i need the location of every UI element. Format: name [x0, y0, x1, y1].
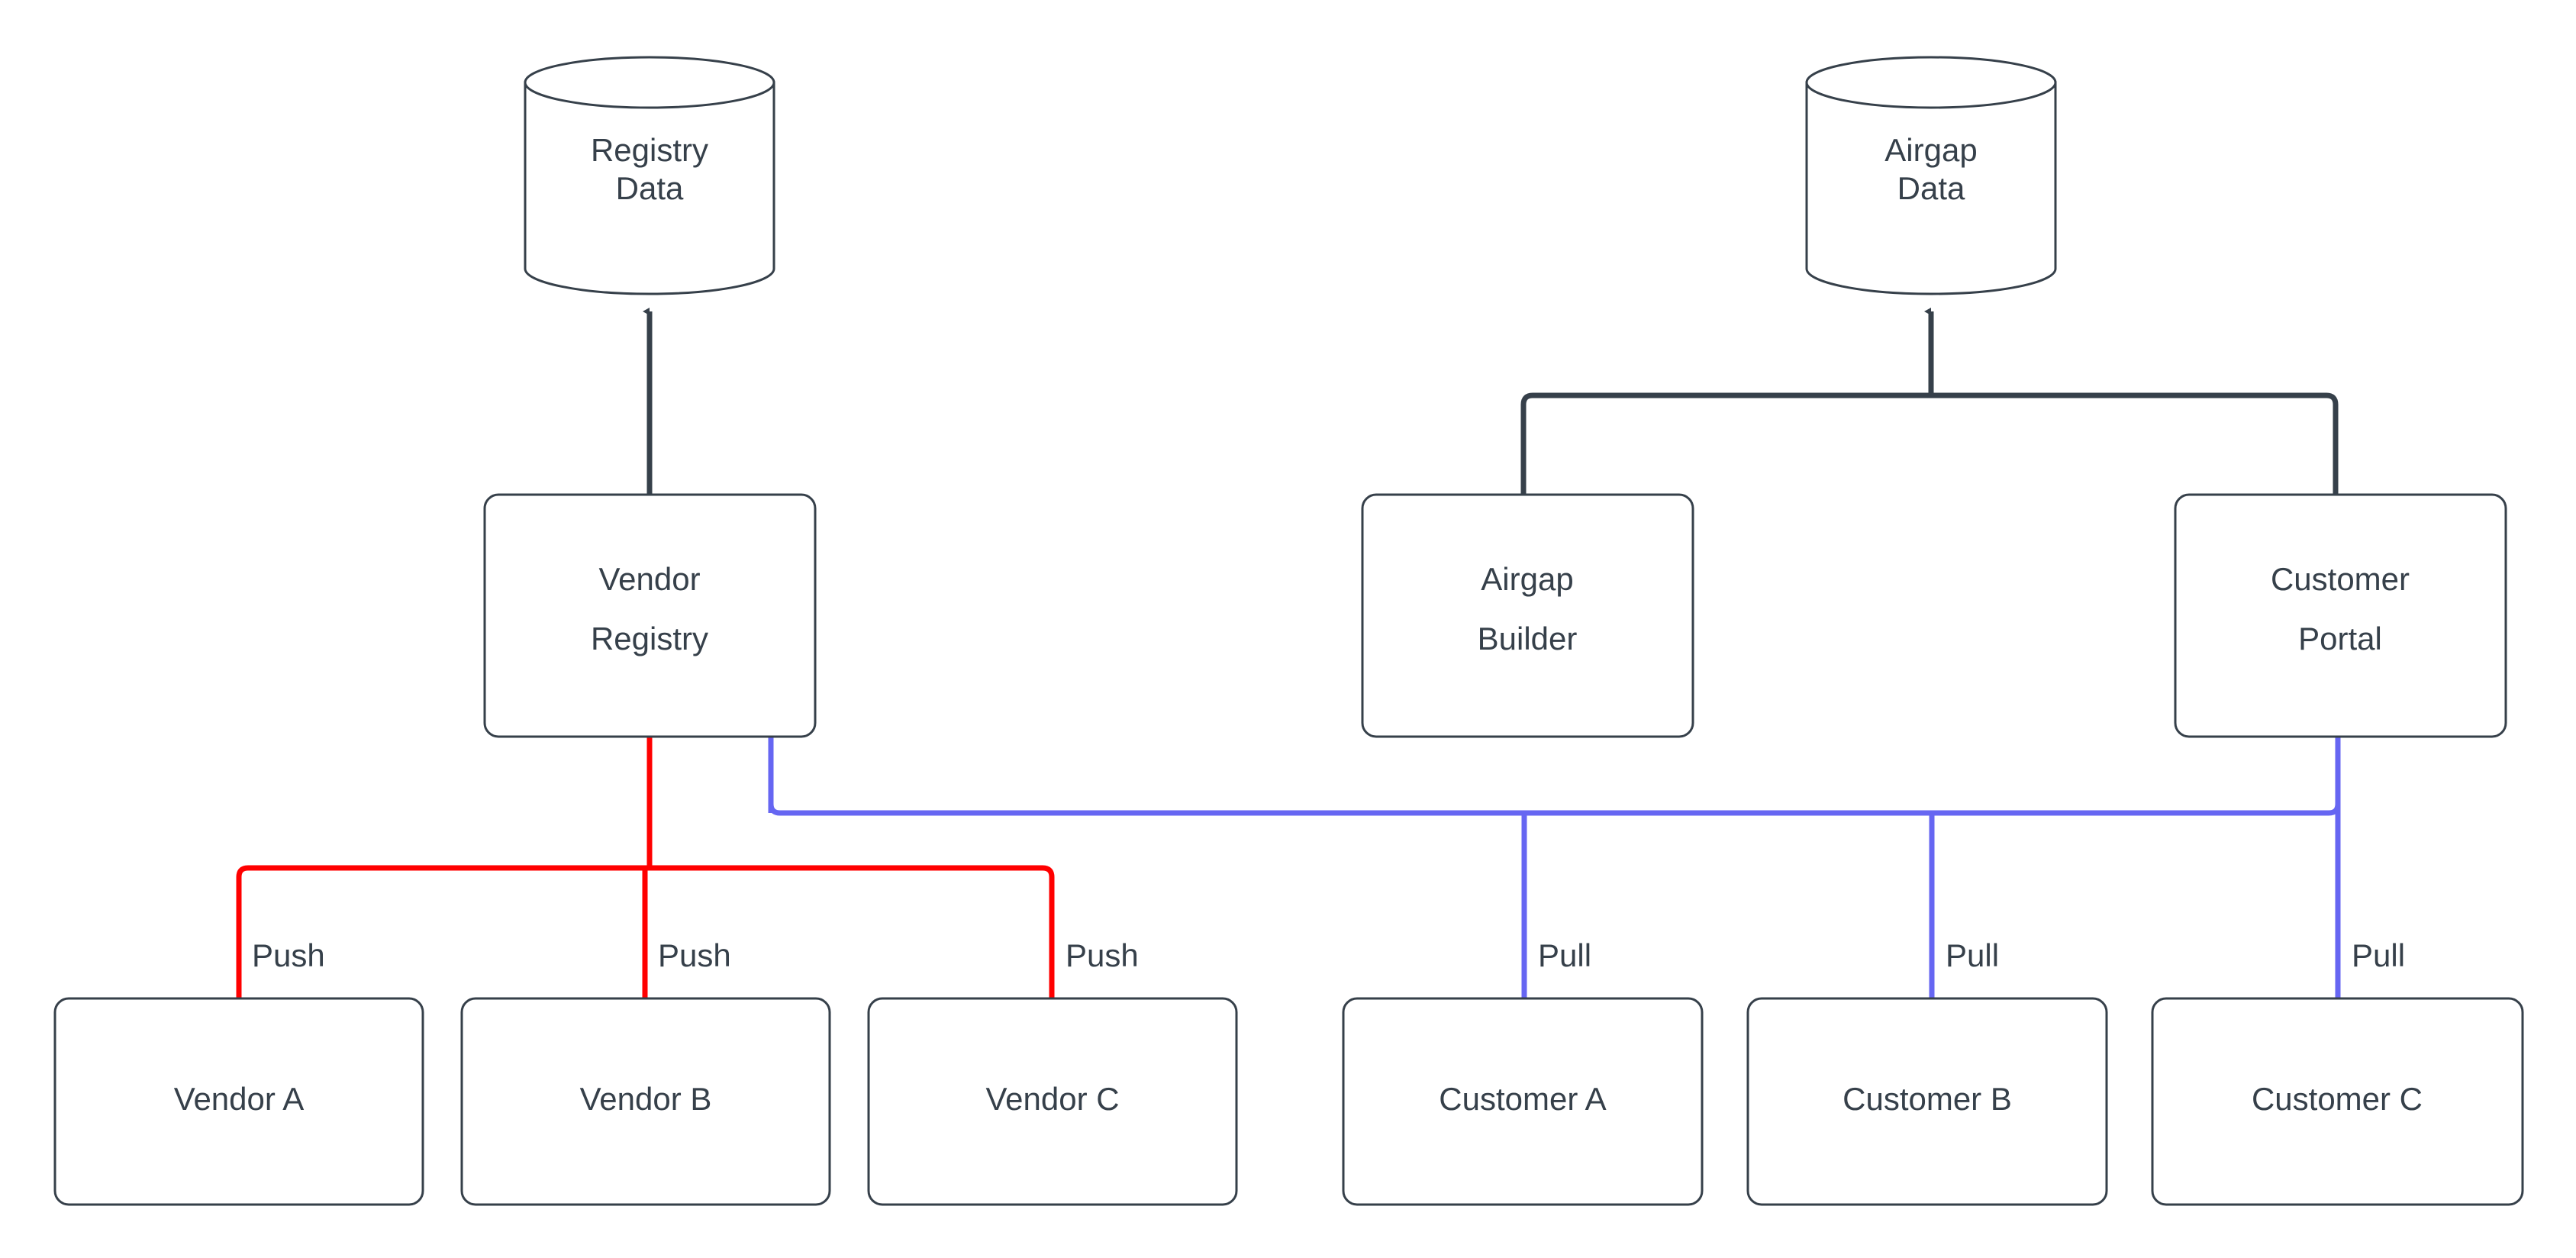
- node-customer-a[interactable]: Customer A: [1342, 997, 1704, 1206]
- customer-b-label: Customer B: [1843, 1081, 2012, 1117]
- node-vendor-c[interactable]: Vendor C: [867, 997, 1238, 1206]
- registry-data-label-line2: Data: [616, 170, 684, 206]
- airgap-builder-label-line1: Airgap: [1481, 561, 1573, 597]
- airgap-builder-label-line2: Builder: [1478, 621, 1578, 656]
- edge-label-pull-3: Pull: [2352, 937, 2405, 973]
- edge-airgap-bus: [1520, 392, 2339, 495]
- customer-portal-label-line1: Customer: [2271, 561, 2410, 597]
- customer-a-label: Customer A: [1439, 1081, 1606, 1117]
- node-vendor-b[interactable]: Vendor B: [460, 997, 831, 1206]
- node-customer-b[interactable]: Customer B: [1746, 997, 2108, 1206]
- vendor-b-label: Vendor B: [580, 1081, 712, 1117]
- edge-label-pull-2: Pull: [1946, 937, 1999, 973]
- node-vendor-registry[interactable]: Vendor Registry: [483, 493, 817, 738]
- vendor-c-label: Vendor C: [985, 1081, 1119, 1117]
- edge-label-push-3: Push: [1066, 937, 1139, 973]
- node-vendor-a[interactable]: Vendor A: [53, 997, 424, 1206]
- node-airgap-builder[interactable]: Airgap Builder: [1361, 493, 1694, 738]
- registry-data-label-line1: Registry: [591, 132, 708, 168]
- node-registry-data[interactable]: Registry Data: [524, 56, 775, 295]
- edge-label-push-1: Push: [252, 937, 325, 973]
- vendor-a-label: Vendor A: [174, 1081, 304, 1117]
- node-customer-portal[interactable]: Customer Portal: [2174, 493, 2507, 738]
- airgap-data-label-line2: Data: [1897, 170, 1965, 206]
- node-airgap-data[interactable]: Airgap Data: [1805, 56, 2057, 295]
- vendor-registry-label-line1: Vendor: [598, 561, 700, 597]
- edge-label-push-2: Push: [658, 937, 731, 973]
- customer-c-label: Customer C: [2252, 1081, 2423, 1117]
- airgap-data-label-line1: Airgap: [1884, 132, 1977, 168]
- vendor-registry-label-line2: Registry: [591, 621, 708, 656]
- edge-label-pull-1: Pull: [1538, 937, 1591, 973]
- customer-portal-label-line2: Portal: [2298, 621, 2382, 656]
- node-customer-c[interactable]: Customer C: [2151, 997, 2524, 1206]
